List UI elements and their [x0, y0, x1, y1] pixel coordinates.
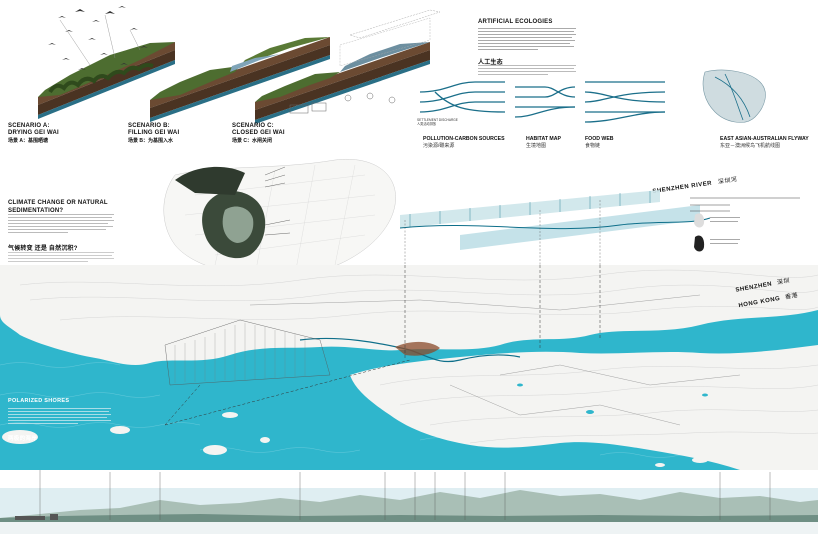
scenario-a-label: SCENARIO A: DRYING GEI WAI 场景 A：基围晒塘	[8, 123, 59, 144]
shenzhen-river-cn: 深圳河	[717, 177, 738, 186]
deep-bay	[299, 337, 521, 363]
river-elevation-strips	[400, 190, 711, 270]
artificial-ecologies-cn-title: 人工生态	[478, 60, 503, 66]
settlement-discharge-cn: 人类活动排放	[417, 122, 437, 126]
estuary-map	[0, 265, 818, 470]
mangrove-zone	[395, 341, 440, 356]
food-web-label: FOOD WEB 食物链	[585, 136, 614, 149]
scenario-c-block	[255, 9, 441, 124]
gei-wai-sketches	[289, 92, 396, 114]
scenario-b-label: SCENARIO B: FILLING GEI WAI 场景 B：为基围入水	[128, 123, 179, 144]
mountain-silhouette	[0, 490, 818, 518]
food-web-label-text: FOOD WEB	[585, 136, 614, 142]
coastline-panorama	[0, 470, 818, 534]
climate-title: CLIMATE CHANGE OR NATURAL SEDIMENTATION?	[8, 200, 108, 214]
bird-icons	[48, 6, 148, 70]
settlement-discharge-text: SETTLEMENT DISCHARGE	[417, 118, 458, 122]
islands	[2, 412, 794, 467]
body-text-lines	[478, 28, 576, 50]
scenario-a-block	[38, 42, 175, 119]
sedimentation-map	[163, 158, 396, 278]
habitat-map-label-cn: 生境地图	[526, 143, 547, 149]
cn-body-text	[478, 65, 576, 75]
shenzhen-landmass	[0, 265, 818, 366]
polarized-shores-cn: 两极的海岸	[8, 436, 38, 442]
climate-cn-title: 气候转变 还是 自然沉积?	[8, 246, 78, 252]
scenario-b-title: SCENARIO B:	[128, 123, 170, 129]
scenario-a-title: SCENARIO A:	[8, 123, 50, 129]
food-web-diagram	[584, 81, 666, 123]
scenario-c-title: SCENARIO C:	[232, 123, 274, 129]
artificial-ecologies-title: ARTIFICIAL ECOLOGIES	[478, 19, 553, 25]
climate-body-text	[8, 214, 114, 233]
flyway-label-cn: 东亚－澳洲候鸟飞机航线图	[720, 143, 781, 149]
artificial-ecologies-text	[478, 28, 578, 59]
polarized-shores-title: POLARIZED SHORES	[8, 398, 70, 404]
flyway-label: EAST ASIAN-AUSTRALIAN FLYWAY 东亚－澳洲候鸟飞机航线…	[720, 136, 809, 149]
right-legend	[690, 197, 800, 252]
pollution-label-text: POLLUTION-CARBON SOURCES	[423, 136, 505, 142]
scenario-blocks	[38, 6, 441, 124]
settlement-discharge-label: SETTLEMENT DISCHARGE 人类活动排放	[417, 118, 458, 126]
scenario-c-label: SCENARIO C: CLOSED GEI WAI 场景 C：水闸关闭	[232, 123, 285, 144]
flyway-label-text: EAST ASIAN-AUSTRALIAN FLYWAY	[720, 136, 809, 142]
projection-wedge	[164, 319, 331, 386]
scenario-a-cn: 场景 A：基围晒塘	[8, 138, 49, 144]
scenario-b-block	[150, 37, 330, 122]
flyway-map	[702, 69, 766, 123]
pollution-label: POLLUTION-CARBON SOURCES 污染源/碳来源	[423, 136, 505, 149]
scenario-c-name: CLOSED GEI WAI	[232, 130, 285, 136]
scenario-a-name: DRYING GEI WAI	[8, 130, 59, 136]
panorama-markers	[39, 470, 771, 520]
scenario-b-name: FILLING GEI WAI	[128, 130, 180, 136]
pollution-label-cn: 污染源/碳来源	[423, 143, 455, 149]
ecology-network-diagrams	[419, 69, 766, 123]
food-web-label-cn: 食物链	[585, 143, 601, 149]
scenario-c-cn: 场景 C：水闸关闭	[232, 138, 273, 144]
pollution-carbon-diagram	[419, 81, 506, 113]
climate-cn-text	[8, 252, 114, 262]
scenario-b-cn: 场景 B：为基围入水	[128, 138, 174, 144]
habitat-map-diagram	[514, 86, 576, 118]
shores-body-text	[8, 408, 111, 424]
habitat-map-label-text: HABITAT MAP	[526, 136, 561, 142]
habitat-map-label: HABITAT MAP 生境地图	[526, 136, 561, 149]
